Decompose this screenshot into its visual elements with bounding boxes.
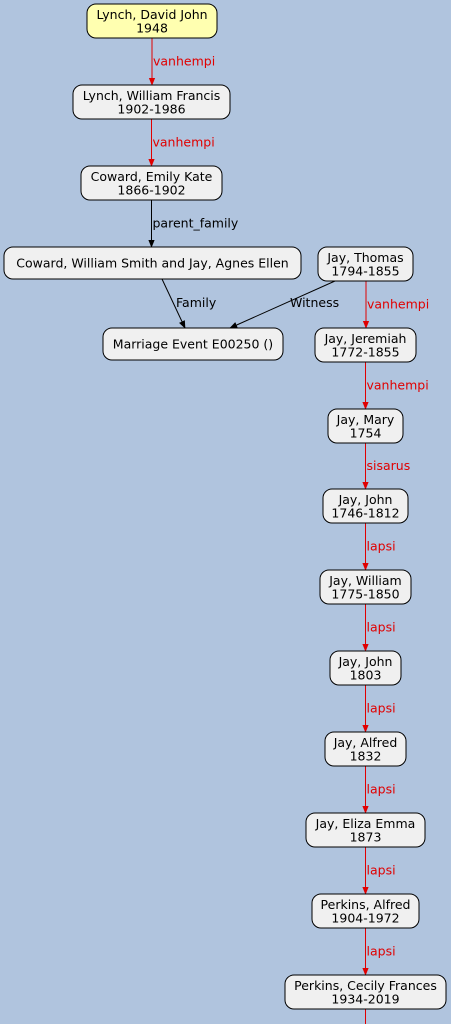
node-name: Jay, Eliza Emma xyxy=(315,816,416,831)
node-name: Coward, Emily Kate xyxy=(91,169,213,184)
node-dates: 1775-1850 xyxy=(331,586,399,601)
node-name: Jay, Jeremiah xyxy=(324,331,407,346)
node-box[interactable] xyxy=(3,246,302,280)
node-box[interactable] xyxy=(314,327,417,363)
node-dates: 1948 xyxy=(136,20,168,35)
edge-line xyxy=(161,278,186,329)
node-dates: 1902-1986 xyxy=(117,101,185,116)
node-name: Lynch, David John xyxy=(96,7,207,22)
edge-label: Witness xyxy=(290,295,339,310)
node-name: Jay, Mary xyxy=(336,412,395,427)
node-name: Lynch, William Francis xyxy=(83,88,221,103)
edge-label: vanhempi xyxy=(153,54,215,69)
node-name: Perkins, Cecily Frances xyxy=(294,978,437,993)
edge-label: vanhempi xyxy=(367,378,429,393)
edge-label: vanhempi xyxy=(153,135,215,150)
node-box[interactable] xyxy=(327,408,404,444)
edge-label: parent_family xyxy=(153,216,239,231)
edge-label: lapsi xyxy=(367,782,396,797)
node-dates: 1832 xyxy=(350,748,382,763)
node-box[interactable] xyxy=(86,3,218,39)
edge-label: lapsi xyxy=(367,863,396,878)
node-box[interactable] xyxy=(311,893,420,929)
node-dates: 1866-1902 xyxy=(117,182,185,197)
node-box[interactable] xyxy=(324,731,407,767)
node-dates: 1746-1812 xyxy=(331,505,399,520)
node-name: Jay, Alfred xyxy=(333,735,398,750)
node-name: Perkins, Alfred xyxy=(321,897,411,912)
edge-line xyxy=(229,280,336,329)
node-n5[interactable]: Marriage Event E00250 () xyxy=(102,327,284,361)
node-name: Coward, William Smith and Jay, Agnes Ell… xyxy=(16,256,288,271)
edge-label: vanhempi xyxy=(367,297,429,312)
node-dates: 1934-2019 xyxy=(331,991,399,1006)
node-name: Jay, John xyxy=(338,654,393,669)
node-box[interactable] xyxy=(284,974,447,1010)
node-dates: 1803 xyxy=(350,667,382,682)
node-dates: 1754 xyxy=(350,425,382,440)
edge-label: lapsi xyxy=(367,944,396,959)
node-name: Jay, Thomas xyxy=(326,250,403,265)
edge-label: lapsi xyxy=(367,620,396,635)
node-box[interactable] xyxy=(102,327,284,361)
node-dates: 1904-1972 xyxy=(331,910,399,925)
edge-label: Family xyxy=(176,295,217,310)
node-box[interactable] xyxy=(322,488,409,524)
node-n4[interactable]: Coward, William Smith and Jay, Agnes Ell… xyxy=(3,246,302,280)
node-box[interactable] xyxy=(305,812,426,848)
node-box[interactable] xyxy=(317,246,414,282)
node-box[interactable] xyxy=(80,165,223,201)
edge-label: sisarus xyxy=(367,458,411,473)
edge-label: lapsi xyxy=(367,701,396,716)
node-name: Jay, William xyxy=(328,573,402,588)
node-name: Marriage Event E00250 () xyxy=(113,337,273,352)
node-dates: 1873 xyxy=(350,829,382,844)
node-box[interactable] xyxy=(319,569,412,605)
node-box[interactable] xyxy=(72,84,231,120)
node-dates: 1794-1855 xyxy=(331,263,399,278)
node-name: Jay, John xyxy=(338,492,393,507)
node-dates: 1772-1855 xyxy=(331,344,399,359)
node-box[interactable] xyxy=(329,650,402,686)
edge-label: lapsi xyxy=(367,539,396,554)
